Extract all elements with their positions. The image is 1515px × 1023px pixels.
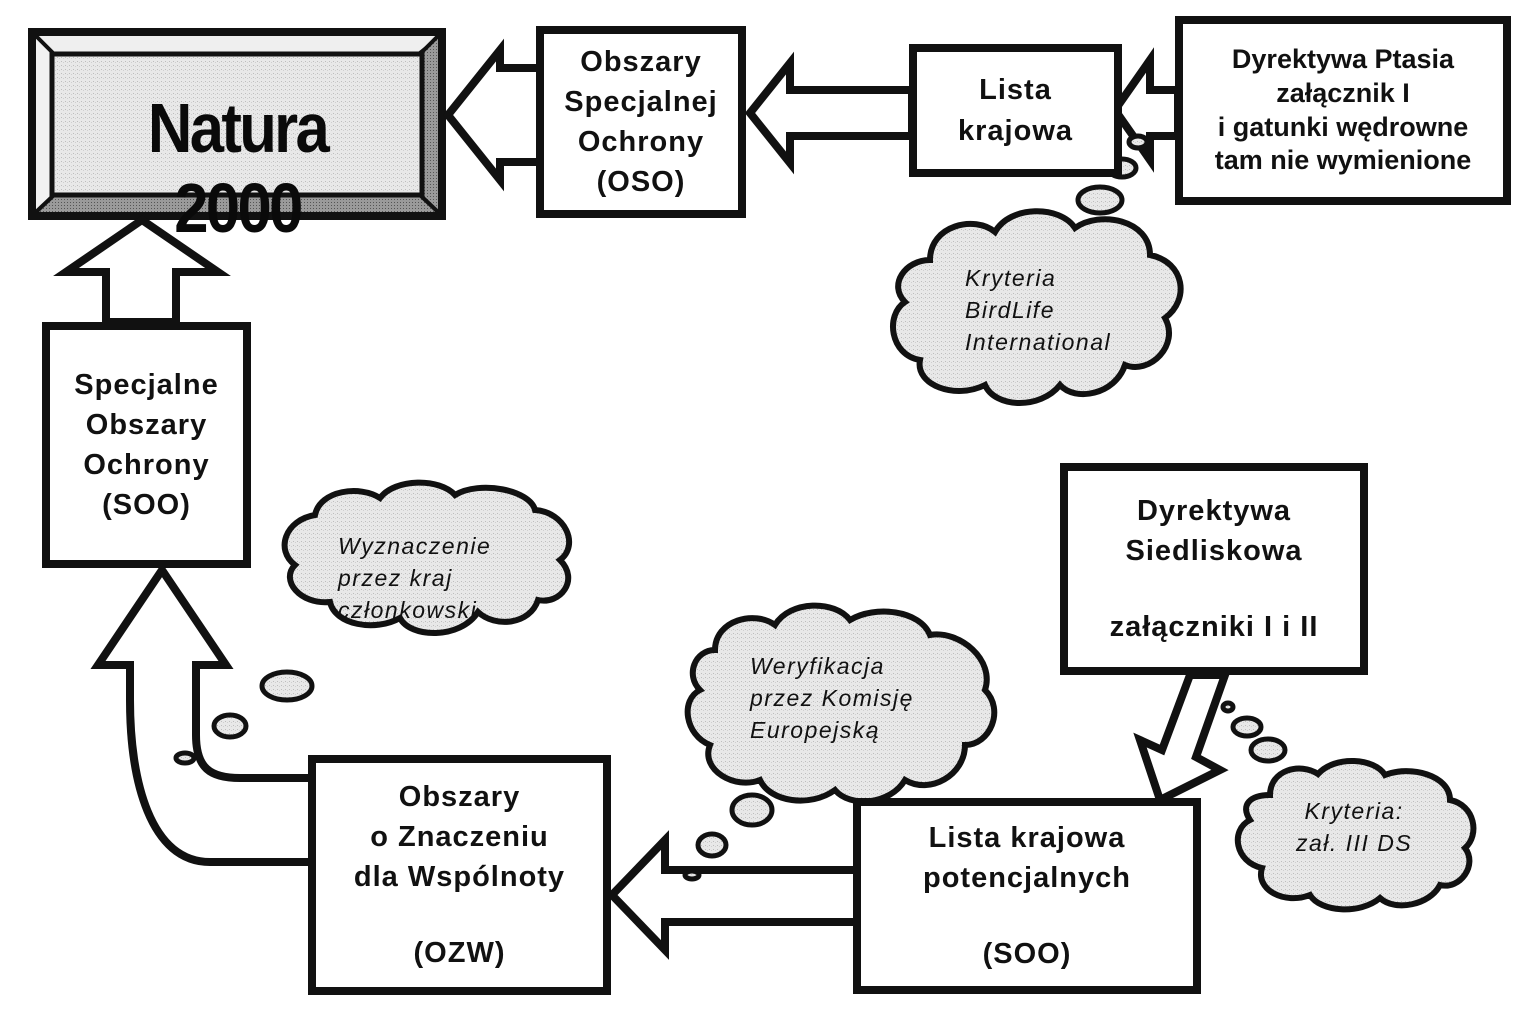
node-lista-potencjalnych: Lista krajowa potencjalnych (SOO) — [853, 798, 1201, 994]
node-oso: Obszary Specjalnej Ochrony (OSO) — [536, 26, 746, 218]
bubble — [1126, 133, 1150, 151]
cloud-kryteria-ds — [1234, 758, 1477, 913]
arrow-ozw-to-soo — [90, 562, 316, 866]
cloud-weryfikacja — [684, 602, 998, 805]
bubble — [729, 792, 775, 828]
node-ozw: Obszary o Znaczeniu dla Wspólnoty (OZW) — [308, 755, 611, 995]
bubble — [173, 750, 197, 766]
bubble — [211, 712, 249, 740]
bubble — [259, 669, 315, 703]
cloud-birdlife — [890, 208, 1184, 406]
arrow-siedliskowa-to-potencjalnych — [1133, 671, 1231, 806]
node-dyrektywa-siedliskowa: Dyrektywa Siedliskowa załączniki I i II — [1060, 463, 1368, 675]
bubble — [1248, 736, 1288, 764]
node-dyrektywa-ptasia: Dyrektywa Ptasia załącznik I i gatunki w… — [1175, 16, 1511, 205]
bubble — [682, 868, 702, 882]
cloud-wyznaczenie — [281, 479, 573, 636]
bubble — [1230, 715, 1264, 739]
cloud-wyznaczenie-text: Wyznaczenie przez kraj członkowski — [338, 533, 492, 624]
bubble — [1075, 184, 1125, 216]
bubble — [695, 831, 729, 859]
arrow-soo-to-natura — [53, 215, 231, 326]
arrow-lista-to-oso — [744, 51, 916, 175]
arrow-oso-to-natura — [442, 38, 544, 192]
bubble — [1220, 700, 1236, 714]
natura-2000-frame — [28, 28, 446, 220]
cloud-kryteria-ds-text: Kryteria: zał. III DS — [1296, 798, 1413, 857]
node-soo: Specjalne Obszary Ochrony (SOO) — [42, 322, 251, 568]
natura-2000-title: Natura 2000 — [147, 89, 330, 247]
arrow-potencjalnych-to-ozw — [606, 830, 861, 960]
node-lista-krajowa: Lista krajowa — [909, 44, 1122, 177]
cloud-weryfikacja-text: Weryfikacja przez Komisję Europejską — [750, 653, 914, 744]
cloud-birdlife-text: Kryteria BirdLife International — [965, 265, 1112, 356]
